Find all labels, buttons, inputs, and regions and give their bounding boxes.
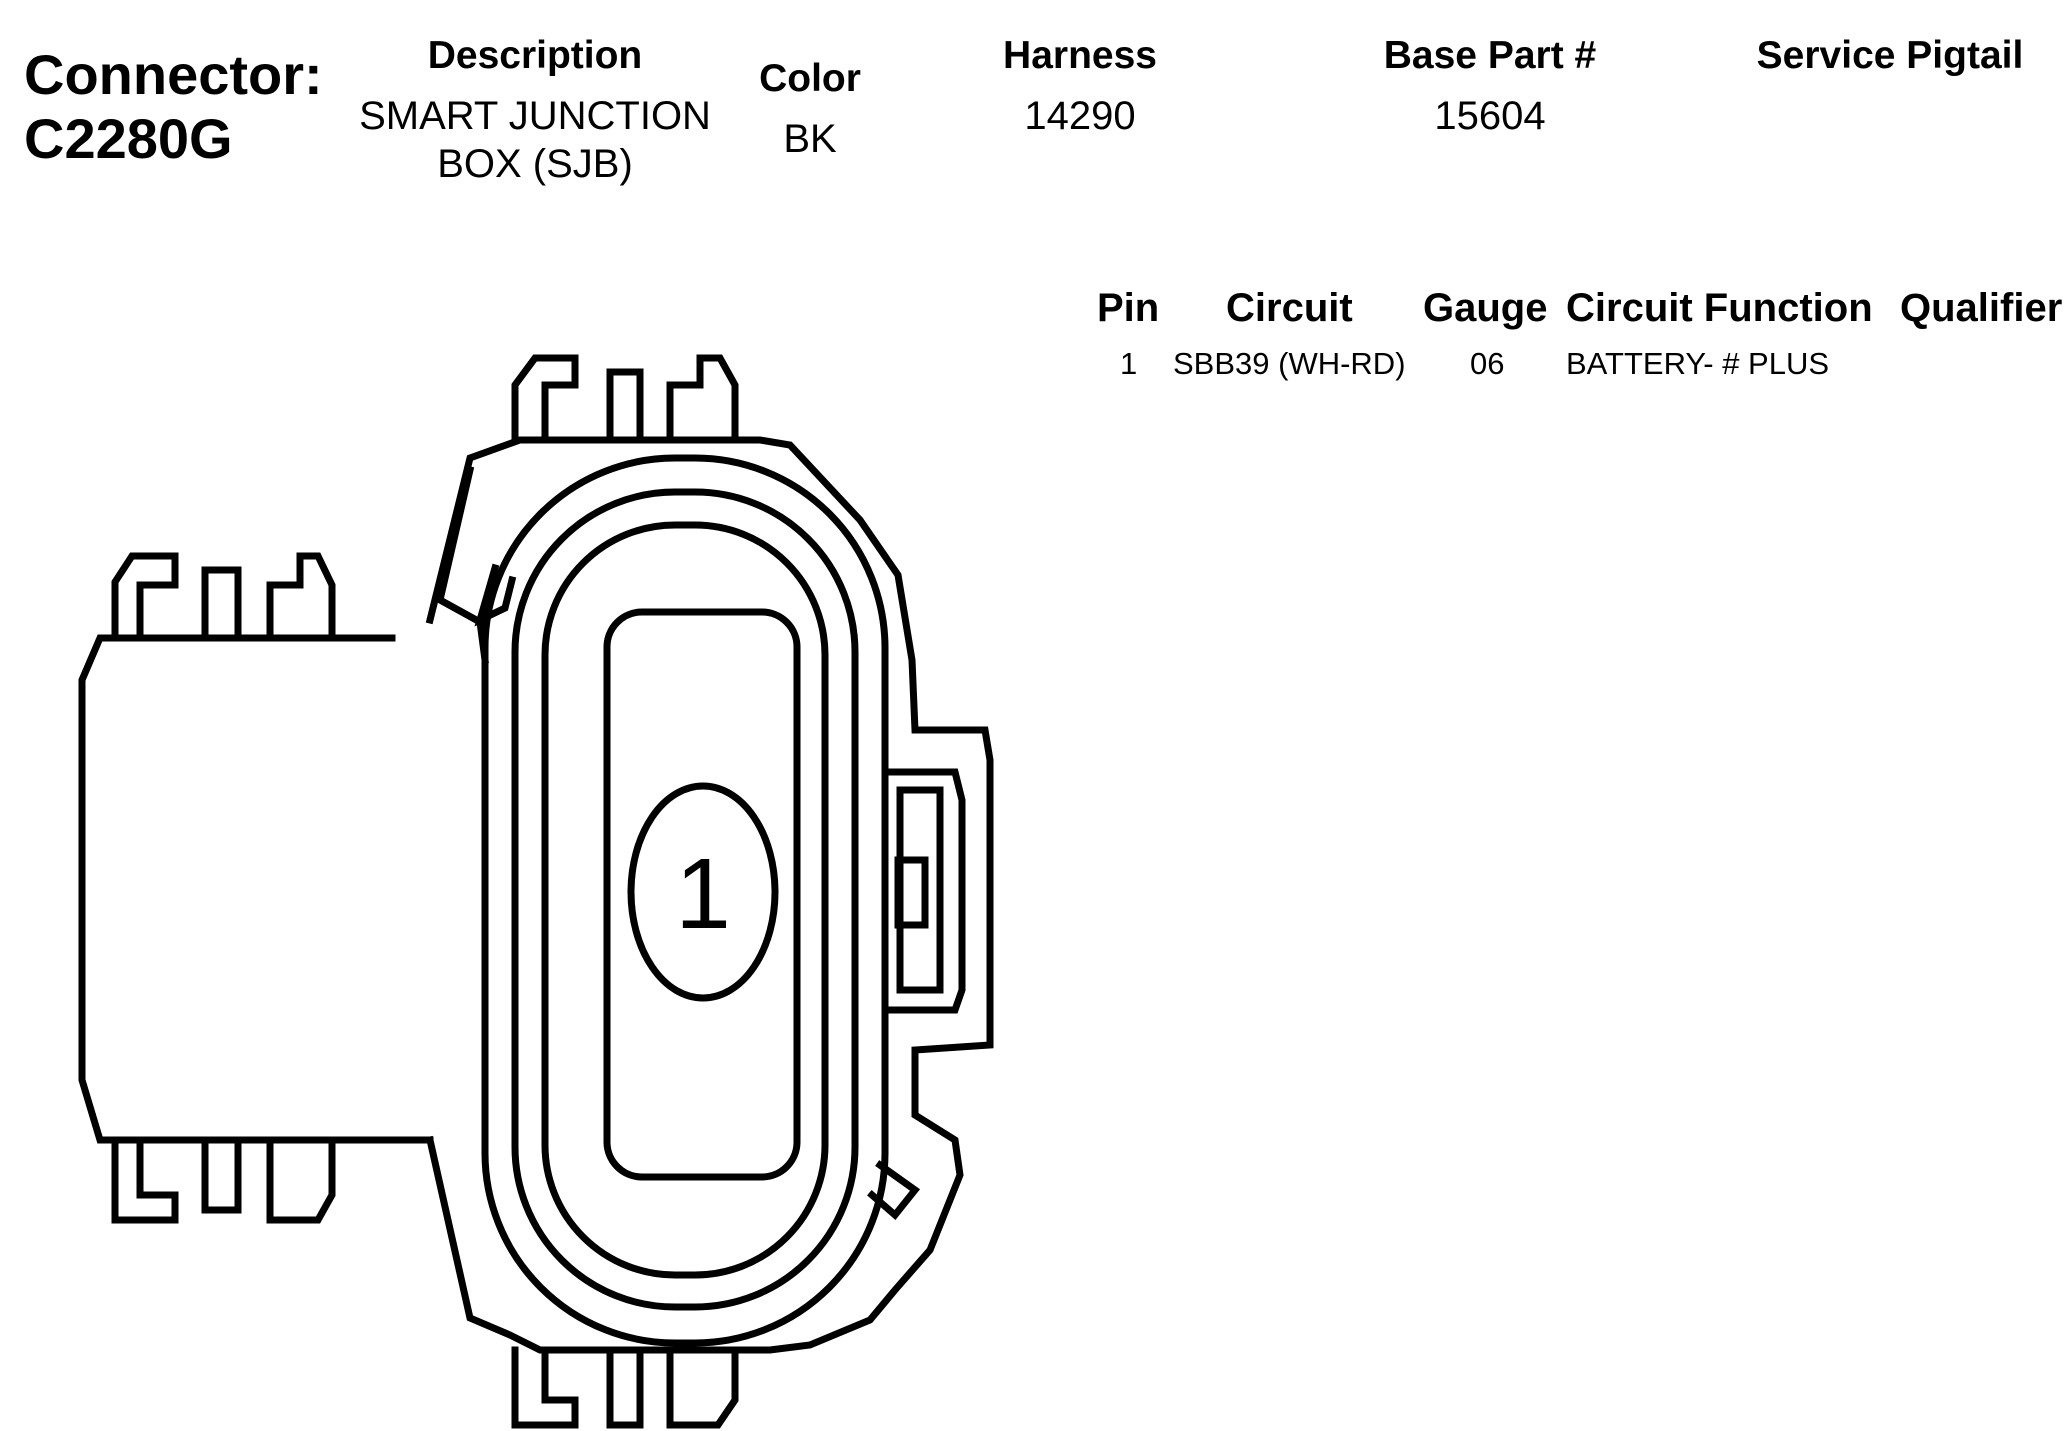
connector-id: C2280G — [24, 107, 233, 170]
bottom-latch — [511, 1346, 739, 1429]
table-row-circuit: SBB39 (WH-RD) — [1173, 346, 1406, 381]
seal-ring-middle — [511, 488, 859, 1311]
shell-notch-left — [435, 465, 489, 664]
harness-value: 14290 — [1024, 94, 1136, 138]
top-latch — [511, 354, 739, 444]
left-lower-latch — [111, 1136, 336, 1224]
pin-1-marker: 1 — [627, 782, 779, 1002]
circuit-function-column-header: Circuit Function — [1566, 286, 1873, 330]
left-upper-latch — [111, 552, 336, 642]
terminal-cavity — [603, 608, 801, 1181]
color-value: BK — [783, 117, 837, 161]
pin-1-label: 1 — [675, 838, 731, 950]
base-part-value: 15604 — [1434, 94, 1546, 138]
description-label: Description — [427, 34, 643, 77]
connector-outer-shell — [425, 436, 994, 1354]
pin-1-circle — [627, 782, 779, 1002]
right-latch — [881, 768, 966, 1014]
description-value: SMART JUNCTION BOX (SJB) — [359, 94, 711, 186]
shell-notch-left-2 — [474, 563, 517, 627]
base-part-label: Base Part # — [1383, 34, 1597, 77]
connector-label: Connector: — [24, 43, 323, 106]
circuit-column-header: Circuit — [1226, 286, 1353, 330]
shell-notch-right — [867, 1160, 921, 1221]
seal-ring-outer — [481, 454, 889, 1347]
harness-label: Harness — [1003, 34, 1157, 77]
gauge-column-header: Gauge — [1423, 286, 1548, 330]
connector-left-body — [78, 634, 434, 1144]
seal-ring-inner — [541, 521, 829, 1279]
color-label: Color — [759, 57, 861, 100]
pin-column-header: Pin — [1097, 286, 1160, 330]
service-pigtail-label: Service Pigtail — [1756, 34, 2024, 77]
table-row-pin: 1 — [1120, 346, 1138, 381]
table-row-circuit-function: BATTERY- # PLUS — [1566, 346, 1830, 381]
qualifier-column-header: Qualifier — [1900, 286, 2063, 330]
table-row-gauge: 06 — [1470, 346, 1505, 381]
